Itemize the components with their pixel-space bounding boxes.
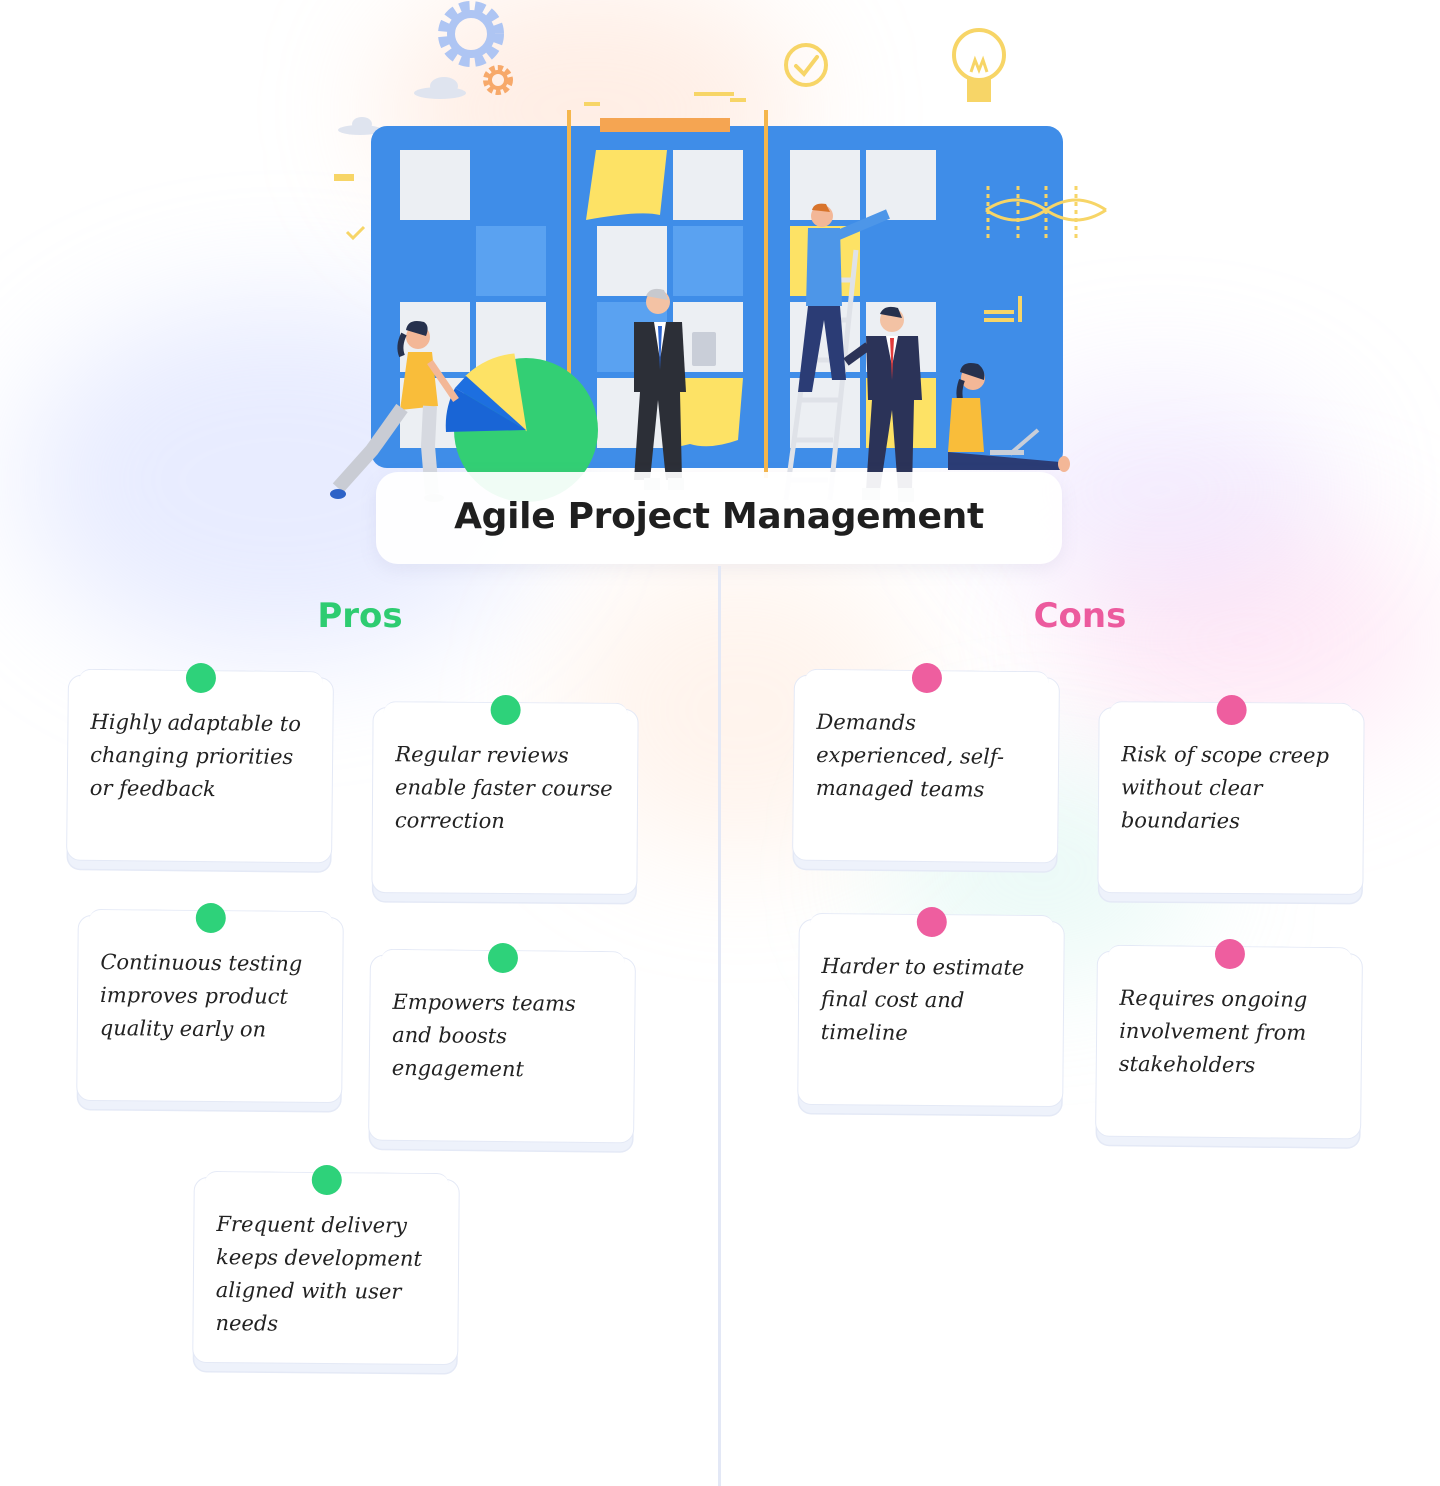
con-card: Demands experienced, self-managed teams <box>792 662 1060 864</box>
pro-card-text: Highly adaptable to changing priorities … <box>89 709 302 802</box>
cons-heading: Cons <box>1033 596 1127 636</box>
title-card <box>376 472 1062 564</box>
con-card: Requires ongoing involvement from stakeh… <box>1095 938 1363 1140</box>
gear-icon <box>438 1 513 95</box>
cloud-icon <box>338 77 466 135</box>
pro-card: Highly adaptable to changing priorities … <box>66 662 334 864</box>
page-title: Agile Project Management <box>454 496 984 537</box>
con-card-text: Demands experienced, self-managed teams <box>815 709 1005 802</box>
lightbulb-icon <box>952 28 1006 102</box>
agile-board-illustration <box>330 1 1107 502</box>
person-icon <box>948 363 1070 472</box>
pro-card: Empowers teams and boosts engagement <box>368 942 636 1144</box>
pin-icon <box>916 906 947 938</box>
pro-card: Continuous testing improves product qual… <box>76 902 344 1104</box>
pro-card-text: Continuous testing improves product qual… <box>99 950 303 1042</box>
con-card-text: Requires ongoing involvement from stakeh… <box>1118 985 1308 1078</box>
pin-icon <box>1216 694 1247 726</box>
pin-icon <box>487 942 519 974</box>
con-card: Harder to estimate final cost and timeli… <box>797 906 1065 1108</box>
wave-decoration <box>985 186 1107 238</box>
pin-icon <box>911 662 943 694</box>
person-icon <box>634 288 716 490</box>
con-card-text: Risk of scope creep without clear bounda… <box>1120 742 1330 834</box>
pin-icon <box>490 694 521 726</box>
column-divider <box>718 566 721 1486</box>
pin-icon <box>1214 938 1246 970</box>
pro-card-text: Regular reviews enable faster course cor… <box>394 742 613 833</box>
pro-card: Frequent delivery keeps development alig… <box>192 1164 460 1366</box>
pin-icon <box>311 1164 342 1196</box>
con-card: Risk of scope creep without clear bounda… <box>1097 694 1365 895</box>
check-circle-icon <box>784 43 828 87</box>
pro-card-text: Empowers teams and boosts engagement <box>391 989 576 1082</box>
decoration <box>984 296 1022 322</box>
pie-chart-icon <box>445 353 598 502</box>
con-card-text: Harder to estimate final cost and timeli… <box>820 954 1025 1045</box>
pin-icon <box>195 902 226 934</box>
decoration <box>334 92 746 241</box>
person-icon <box>798 203 890 392</box>
person-icon <box>843 306 922 502</box>
pin-icon <box>185 662 217 694</box>
pro-card-text: Frequent delivery keeps development alig… <box>215 1212 422 1336</box>
pro-card: Regular reviews enable faster course cor… <box>371 694 639 895</box>
pros-heading: Pros <box>317 596 403 636</box>
